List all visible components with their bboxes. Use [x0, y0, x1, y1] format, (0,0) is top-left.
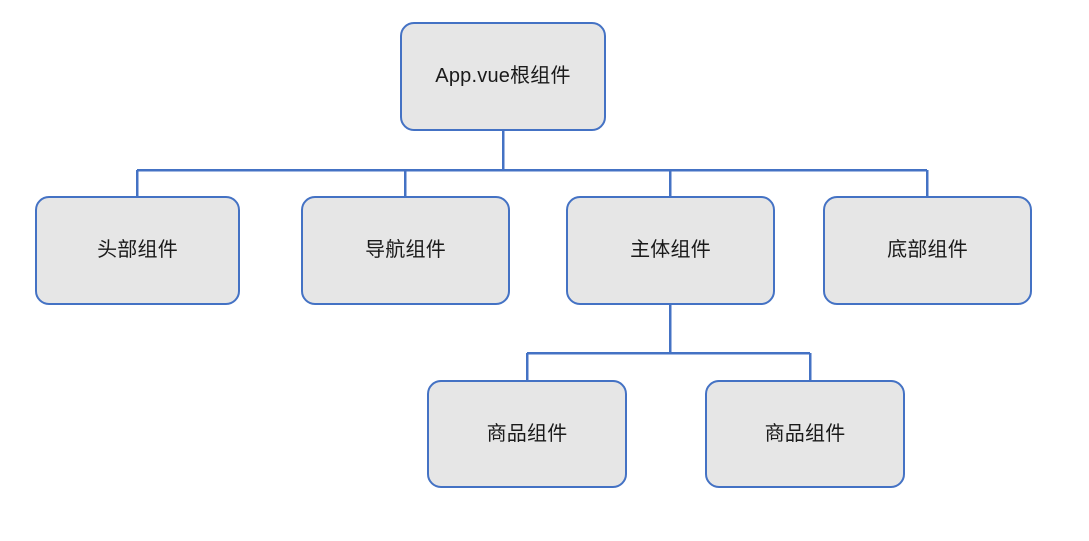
- node-footer-component[interactable]: 底部组件: [823, 196, 1032, 305]
- node-label: 商品组件: [486, 422, 568, 445]
- node-goods-component-1[interactable]: 商品组件: [427, 380, 627, 488]
- node-label: App.vue根组件: [435, 65, 571, 87]
- edges-main-to-level2: [525, 305, 812, 380]
- node-label: 主体组件: [630, 239, 711, 261]
- node-label: 导航组件: [365, 239, 446, 261]
- edges-root-to-level1: [135, 131, 929, 196]
- node-nav-component[interactable]: 导航组件: [301, 196, 510, 305]
- node-goods-component-2[interactable]: 商品组件: [705, 380, 905, 488]
- node-label: 底部组件: [887, 239, 968, 261]
- node-app-root[interactable]: App.vue根组件: [400, 22, 606, 131]
- node-label: 商品组件: [764, 422, 846, 445]
- node-label: 头部组件: [97, 239, 178, 261]
- node-main-component[interactable]: 主体组件: [566, 196, 775, 305]
- node-header-component[interactable]: 头部组件: [35, 196, 240, 305]
